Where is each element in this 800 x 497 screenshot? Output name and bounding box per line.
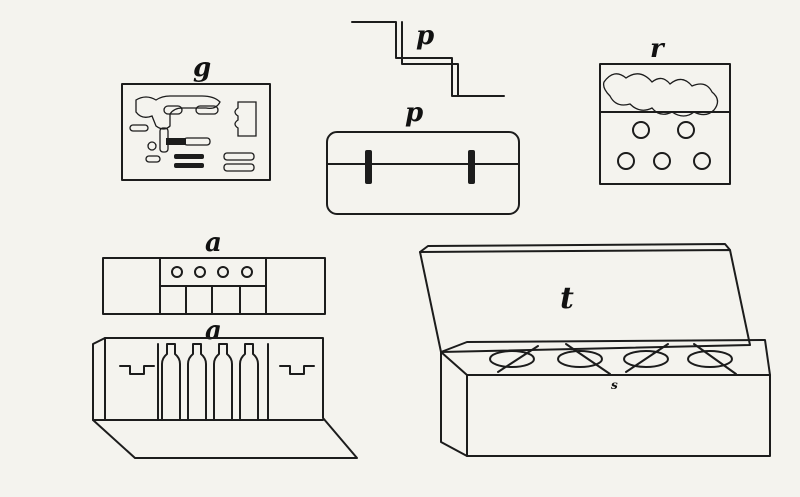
tray-outline [121,83,271,181]
lid-face [419,249,751,353]
label-p-top: p [416,21,434,51]
small-cutout-4 [145,155,161,163]
divider-2 [565,343,611,375]
open-case-outline [92,337,358,459]
figure-p-closed-case: p [326,98,520,215]
figure-p-profile: p [351,21,505,97]
compartment-hole-4 [687,350,733,368]
box-r-outline [599,63,731,185]
strip-outline [102,257,326,315]
small-cutout-2 [195,105,219,115]
bottle-1 [161,343,181,421]
chisel-cutout [183,137,211,146]
label-a-top: a [205,228,222,258]
figure-a-strip: a [102,228,326,315]
divider-1 [497,345,539,373]
box-top-rim [440,339,771,376]
small-cutout-3 [129,124,149,132]
compartment-hole-3 [623,350,669,368]
small-cutout-1 [163,105,183,115]
hinge-left [119,365,155,375]
case-outline [326,131,520,215]
hole-1 [632,121,650,139]
clasp-right [468,150,475,184]
bottle-4 [239,343,259,421]
long-cutout-1 [223,152,255,161]
hole-5 [693,152,711,170]
bracket-cutout [234,101,257,137]
round-cutout [147,141,157,151]
long-cutout-2 [223,163,255,172]
hole-4 [653,152,671,170]
label-g: g [193,53,211,83]
hole-2 [677,121,695,139]
axe-head-cutout [135,95,221,130]
label-r: r [650,34,666,64]
figure-g-tool-tray: g [121,53,271,181]
label-a-bottom: a [205,316,222,346]
label-t: t [560,281,574,316]
strip-hole-3 [217,266,229,278]
clasp-left [365,150,372,184]
strip-hole-2 [194,266,206,278]
figure-r-box: r [599,34,731,185]
box-body [440,351,771,457]
label-p-case: p [405,98,423,128]
lid-top-edge [419,243,731,253]
bottle-3 [213,343,233,421]
divider-3 [625,343,669,373]
compartment-hole-2 [557,350,603,368]
hammer-head [166,138,186,145]
bottle-2 [187,343,207,421]
hole-3 [617,152,635,170]
strip-hole-4 [241,266,253,278]
file-tool-1 [174,154,204,159]
figure-t-box: t s [419,243,771,457]
compartment-hole-1 [489,350,535,368]
step-line-outer [351,21,505,97]
file-tool-2 [174,163,204,168]
strip-hole-1 [171,266,183,278]
hinge-right [279,365,315,375]
figure-a-open-case: a [92,316,358,459]
divider-4 [693,343,737,375]
step-line-inner [401,21,459,97]
label-s: s [611,378,618,392]
cloth-padding [602,73,719,117]
